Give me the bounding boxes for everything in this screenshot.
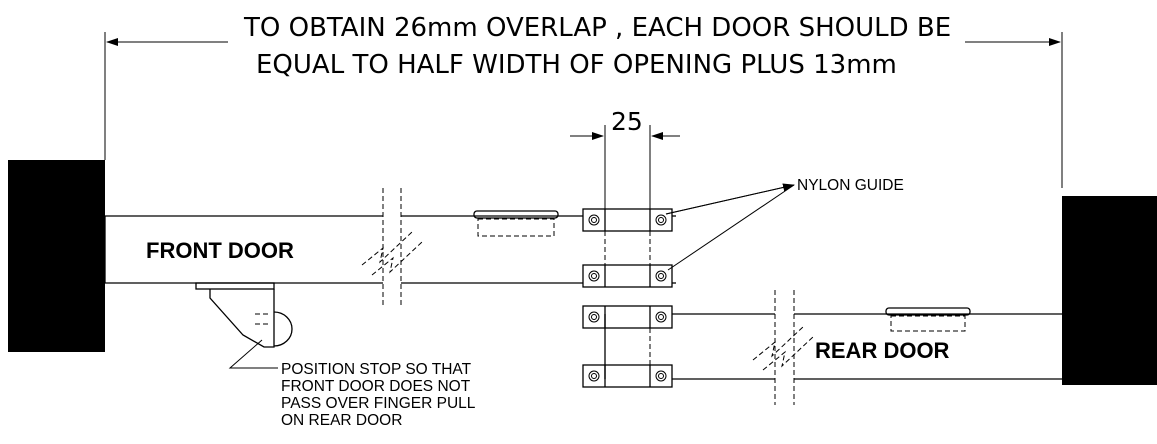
stop-note: POSITION STOP SO THAT FRONT DOOR DOES NO…: [281, 361, 476, 429]
front-door-panel: [104, 215, 676, 284]
front-door-break-lines: [361, 188, 423, 308]
dimension-value: 25: [611, 107, 643, 136]
stop-note-line-2: FRONT DOOR DOES NOT: [281, 378, 471, 395]
rear-door-finger-pull: [885, 307, 971, 332]
front-door-finger-pull: [473, 210, 559, 237]
front-door-label: FRONT DOOR: [146, 238, 294, 263]
stop-note-line-1: POSITION STOP SO THAT: [281, 361, 472, 378]
overall-width-dimension: [104, 32, 1063, 188]
stop-note-line-4: ON REAR DOOR: [281, 412, 402, 429]
nylon-guide-rear-top: [582, 305, 673, 329]
rear-door-break-lines: [752, 290, 815, 405]
nylon-guide-leaders: [665, 183, 795, 271]
nylon-guide-front-top: [582, 208, 673, 232]
rear-door-label: REAR DOOR: [815, 338, 950, 363]
nylon-guide-label: NYLON GUIDE: [797, 177, 904, 194]
left-wall-block: [8, 160, 105, 352]
door-stop: [195, 282, 293, 369]
title-line-2: EQUAL TO HALF WIDTH OF OPENING PLUS 13mm: [256, 50, 897, 80]
nylon-guide-front-bottom: [582, 264, 673, 288]
title-line-1: TO OBTAIN 26mm OVERLAP , EACH DOOR SHOUL…: [243, 13, 951, 43]
guide-width-dimension: 25: [570, 107, 680, 209]
right-wall-block: [1062, 196, 1157, 385]
nylon-guide-rear-bottom: [582, 364, 673, 388]
stop-note-line-3: PASS OVER FINGER PULL: [281, 395, 476, 412]
